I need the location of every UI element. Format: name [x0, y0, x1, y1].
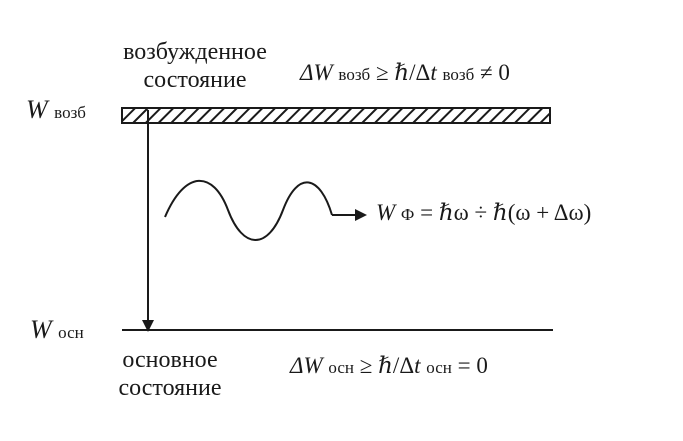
ground-t: t [414, 353, 421, 378]
ground-level-symbol: W осн [30, 315, 84, 345]
excited-delta-w: ΔW [300, 60, 333, 85]
ground-uncertainty-relation: ΔW осн ≥ ℏ/Δt осн = 0 [290, 353, 488, 379]
ground-rhs: = 0 [457, 353, 488, 378]
ground-state-label: основное состояние [80, 346, 260, 402]
excited-level-band [121, 107, 551, 124]
excited-t-sub: возб [442, 65, 475, 84]
photon-w: W [376, 200, 396, 225]
photon-energy-relation: W Ф = ℏω ÷ ℏ(ω + Δω) [376, 200, 591, 226]
excited-rhs: ≠ 0 [480, 60, 510, 85]
excited-t: t [430, 60, 437, 85]
excited-state-label-line2: состояние [143, 67, 247, 93]
excited-level-sub: возб [54, 103, 86, 122]
excited-level-w: W [26, 95, 48, 124]
excited-level-symbol: W возб [26, 95, 86, 125]
ground-state-label-line2: состояние [118, 375, 222, 401]
photon-wave [164, 179, 333, 241]
photon-w-sub: Ф [400, 205, 415, 224]
ground-delta-w-sub: осн [328, 358, 354, 377]
excited-delta-w-sub: возб [338, 65, 371, 84]
ground-t-sub: осн [426, 358, 452, 377]
excited-relation: ≥ ℏ/Δ [375, 60, 431, 85]
excited-state-label-line1: возбужденное [123, 39, 267, 65]
excited-state-label: возбужденное состояние [90, 38, 300, 94]
photon-expression: = ℏω ÷ ℏ(ω + Δω) [420, 200, 592, 225]
ground-level-w: W [30, 315, 52, 344]
ground-relation: ≥ ℏ/Δ [359, 353, 415, 378]
ground-level-sub: осн [58, 323, 84, 342]
ground-state-label-line1: основное [122, 347, 218, 373]
ground-delta-w: ΔW [290, 353, 323, 378]
excited-uncertainty-relation: ΔW возб ≥ ℏ/Δt возб ≠ 0 [300, 60, 510, 86]
